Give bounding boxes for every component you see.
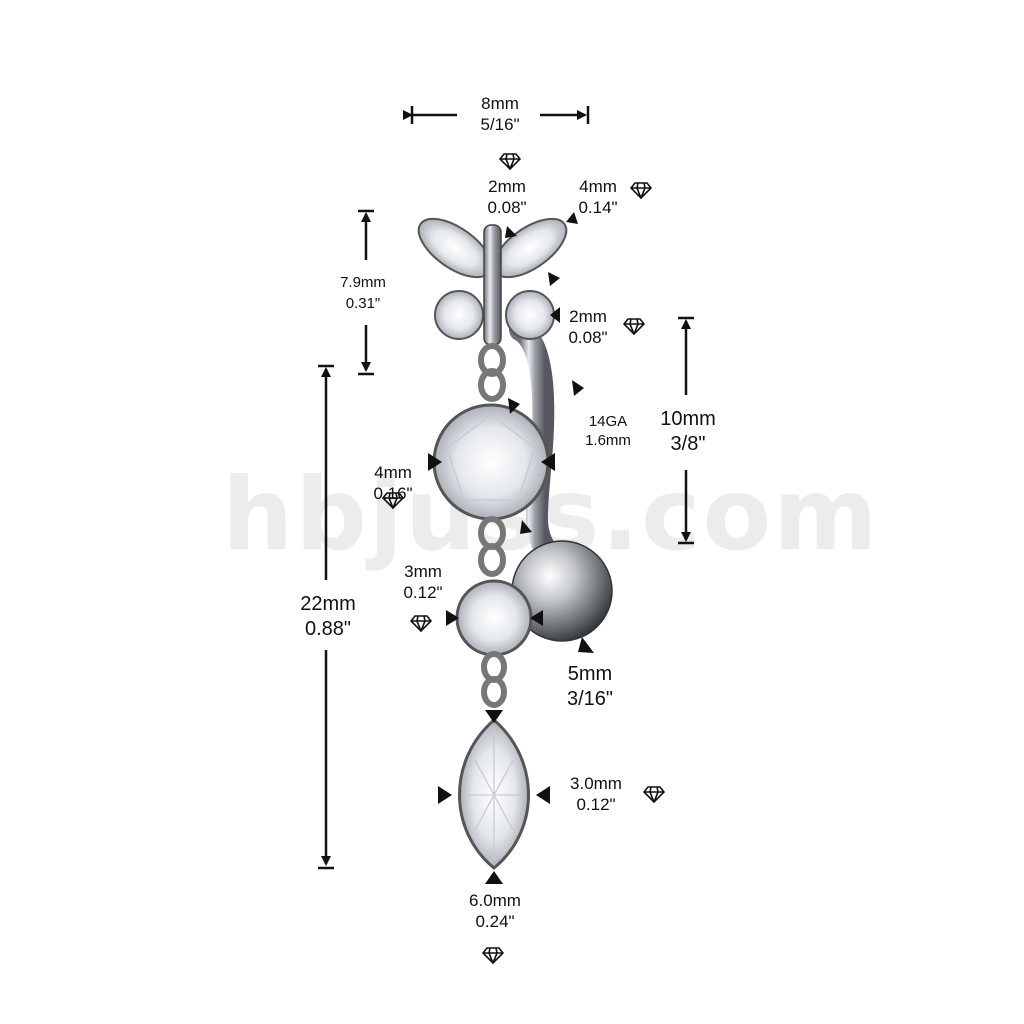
diamond-icon	[623, 318, 645, 335]
diamond-icon	[499, 153, 521, 170]
pointer-marks	[428, 212, 594, 884]
round-wing-right	[505, 290, 555, 340]
round-gem-small	[455, 579, 533, 657]
dimension-arrows	[318, 106, 694, 870]
round-wing-left	[434, 290, 484, 340]
butterfly-top	[417, 217, 568, 346]
dangle-chain	[432, 343, 550, 870]
diamond-icon	[410, 615, 432, 632]
butterfly-body	[483, 224, 502, 346]
diamond-icon	[482, 947, 504, 964]
diamond-icon	[643, 786, 665, 803]
diamond-icon	[630, 182, 652, 199]
diamond-icon	[382, 492, 404, 509]
